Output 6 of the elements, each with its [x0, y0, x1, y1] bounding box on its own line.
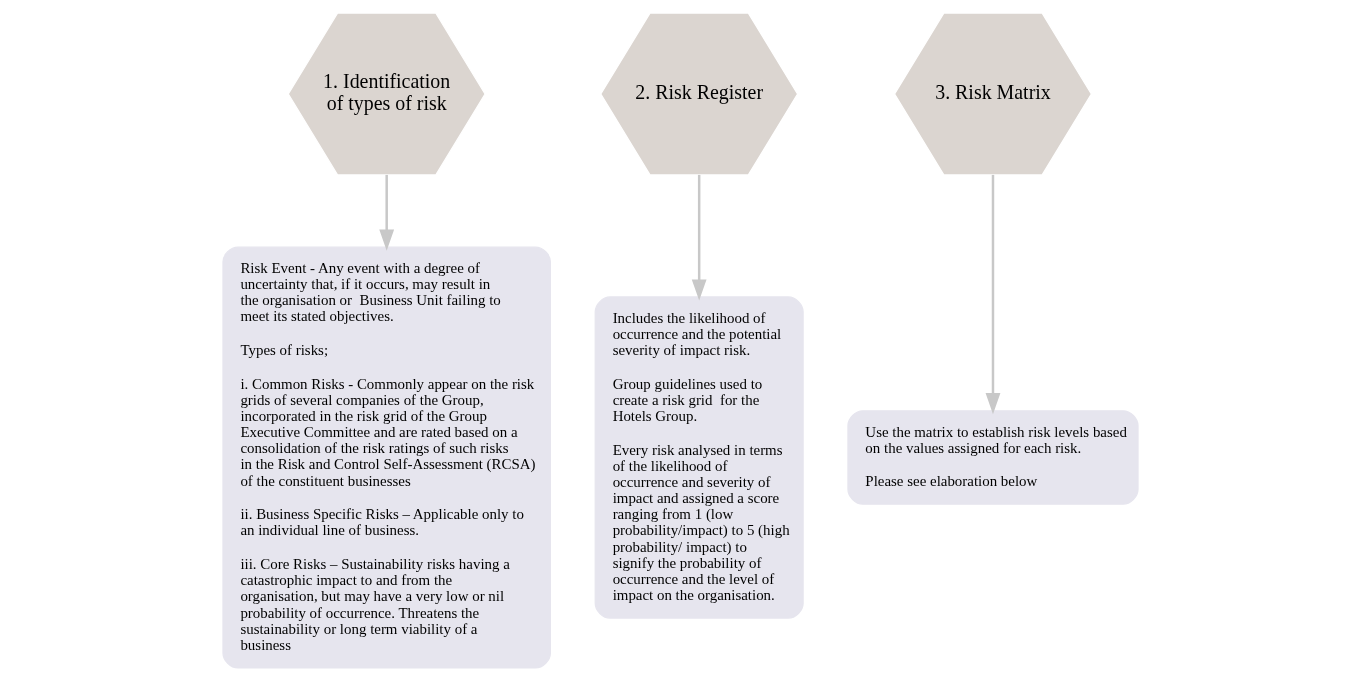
node-box: Includes the likelihood of occurrence and the potential severity of impact risk. Group guidelines used to create a risk grid for the Hotels Group. Every risk analysed in terms of the likelihood of occurrence and severity of impact and assigned a score ranging from 1 (low probability/impact) to 5 (high probability/ impact) to signify the probability of occurrence and the level of impact on the organisation.	[594, 296, 804, 619]
arrow	[378, 174, 394, 251]
node-box: Risk Event - Any event with a degree of uncertainty that, if it occurs, may result in the organisation or Business Unit failing to meet its stated objectives. Types of risks; i. Common Risks - Commonly appear on the risk grids of several companies of the Group, incorporated in the risk grid of the Group Executive Committee and are rated based on a consolidation of the risk ratings of such risks in the Risk and Control Self-Assessment (RCSA) of the constituent businesses ii. Business Specific Risks – Applicable only to an individual line of business. iii. Core Risks – Sustainability risks having a catastrophic impact to and from the organisation, but may have a very low or nil probability of occurrence. Threatens the sustainability or long term viability of a business	[221, 246, 551, 669]
arrow	[691, 174, 707, 301]
arrow	[985, 174, 1000, 415]
node-box: Use the matrix to establish risk levels based on the values assigned for each risk. Please see elaboration below	[846, 410, 1139, 505]
